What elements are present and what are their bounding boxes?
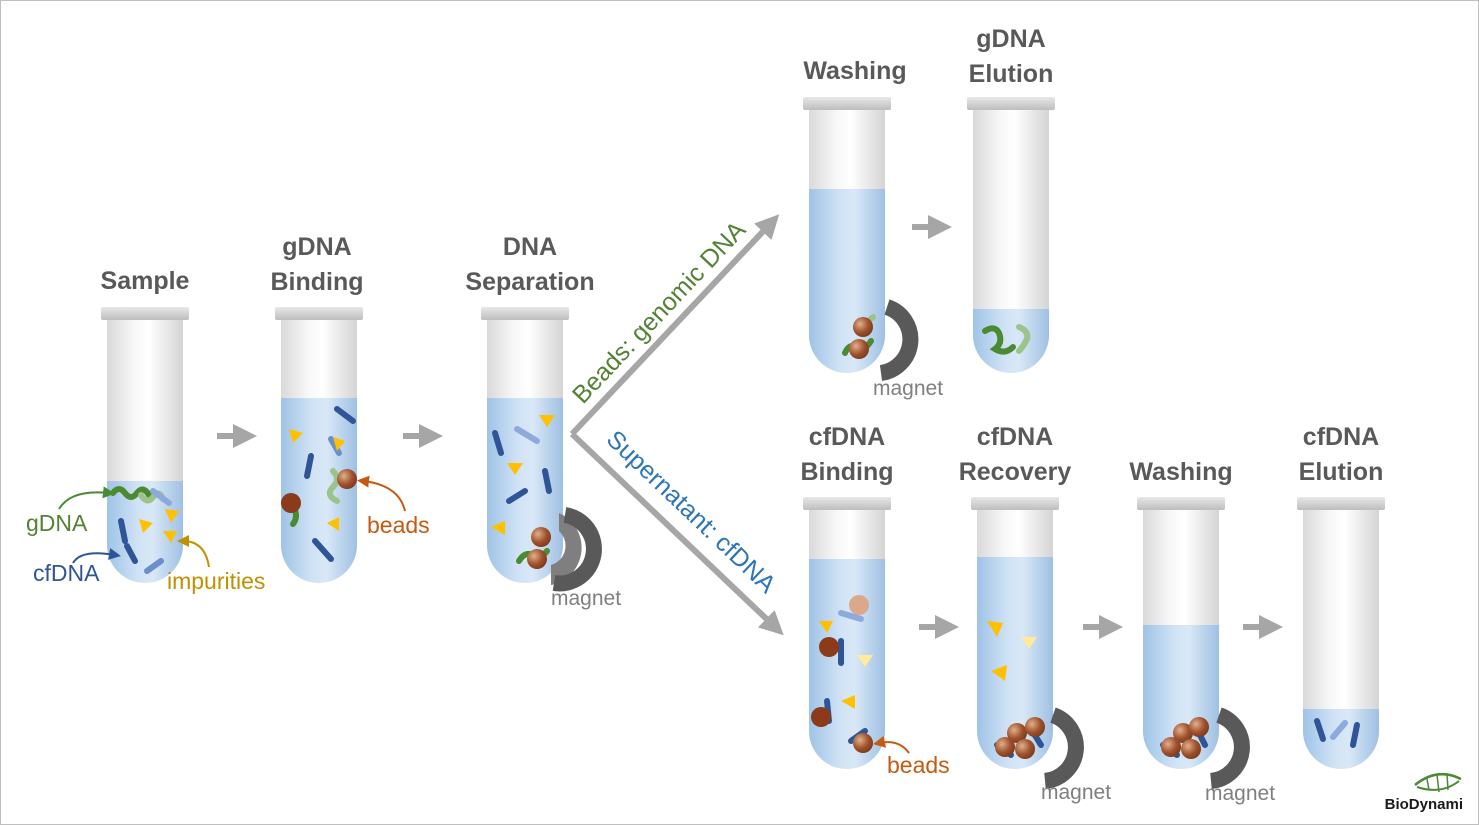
magnet-icon <box>1209 707 1250 789</box>
step-title-dna-separation-line1: DNA <box>503 233 557 261</box>
step-title-sample: Sample <box>101 267 190 295</box>
tube-washing-top <box>803 97 919 381</box>
tube-washing-bottom <box>1137 497 1250 789</box>
label-beads-2: beads <box>887 752 950 778</box>
annotation-pointers <box>58 475 910 754</box>
branch-arrows <box>569 214 784 636</box>
step-title-washing-bottom: Washing <box>1129 458 1232 486</box>
step-title-cfdna-recovery-line1: cfDNA <box>977 423 1053 451</box>
process-arrows <box>217 215 1283 639</box>
label-magnet-2: magnet <box>873 377 943 400</box>
magnet-icon <box>1043 707 1084 789</box>
step-title-gdna-elution-line1: gDNA <box>976 25 1045 53</box>
tube-gdna-binding <box>275 307 363 583</box>
tube-sample <box>101 307 189 583</box>
label-magnet-3: magnet <box>1041 781 1111 804</box>
biodynami-logo: BioDynami <box>1385 772 1463 813</box>
bead <box>281 493 301 513</box>
bead <box>337 469 357 489</box>
label-gdna: gDNA <box>26 510 88 536</box>
tube-cfdna-recovery <box>971 497 1084 789</box>
impurity-triangle <box>139 509 179 543</box>
step-title-gdna-elution-line2: Elution <box>969 60 1054 88</box>
step-title-cfdna-binding-line2: Binding <box>800 458 893 486</box>
tube-gdna-elution <box>967 97 1055 373</box>
leaf-icon <box>1414 772 1462 786</box>
cfdna-fragment <box>118 488 172 574</box>
label-impurities: impurities <box>167 568 265 594</box>
branch-label-lower: Supernatant: cfDNA <box>601 425 782 599</box>
step-title-gdna-binding-line1: gDNA <box>282 233 351 261</box>
label-magnet-4: magnet <box>1205 782 1275 805</box>
label-beads-1: beads <box>367 512 430 538</box>
step-title-cfdna-elution-line2: Elution <box>1299 458 1384 486</box>
step-title-gdna-binding-line2: Binding <box>270 268 363 296</box>
step-title-cfdna-elution-line1: cfDNA <box>1303 423 1379 451</box>
tube-cfdna-elution <box>1297 497 1385 769</box>
step-title-washing-top: Washing <box>803 57 906 85</box>
tube-cfdna-binding <box>803 497 891 769</box>
branch-label-upper: Beads: genomic DNA <box>567 216 752 409</box>
step-title-dna-separation-line2: Separation <box>465 268 594 296</box>
magnet-icon <box>551 513 582 585</box>
label-cfdna: cfDNA <box>33 560 100 586</box>
label-magnet-1: magnet <box>551 587 621 610</box>
step-title-cfdna-binding-line1: cfDNA <box>809 423 885 451</box>
logo-text: BioDynami <box>1385 796 1463 813</box>
step-title-cfdna-recovery-line2: Recovery <box>959 458 1072 486</box>
tube-dna-separation <box>481 307 602 592</box>
magnet-icon <box>879 299 919 381</box>
